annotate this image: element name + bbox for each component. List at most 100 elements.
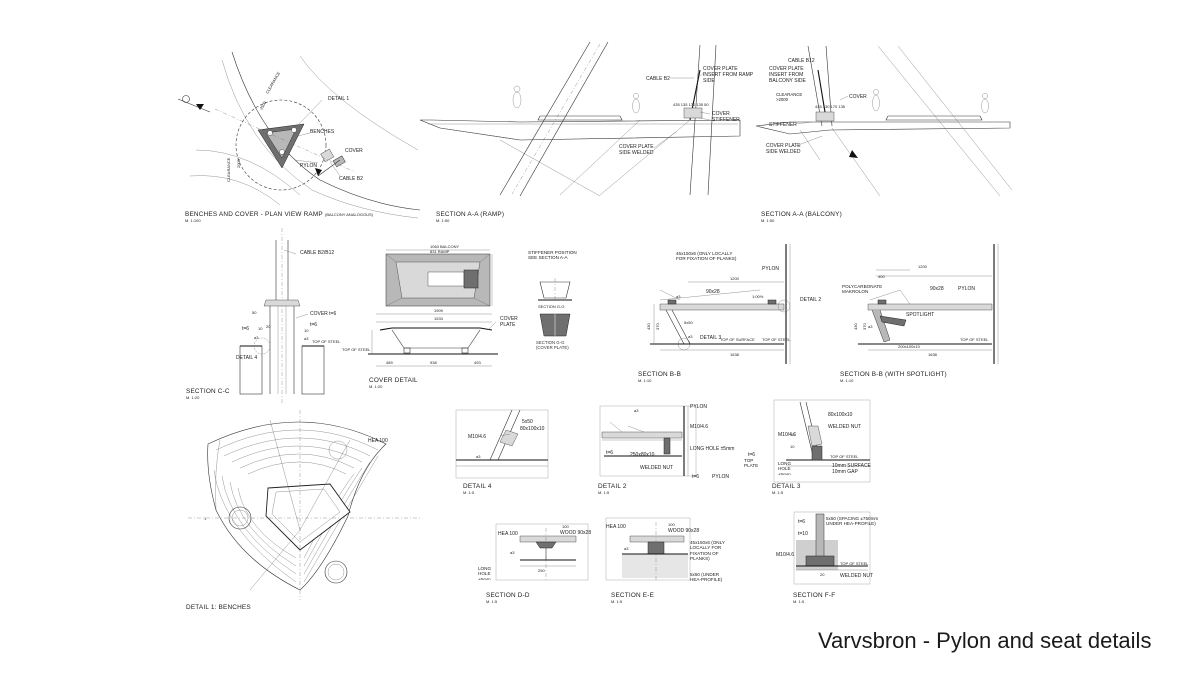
cover-dim-938: 938 (430, 360, 437, 365)
spot-tube-label: 200x100x10 (898, 344, 921, 349)
detail3-w-label: 80x100x10 (828, 412, 853, 418)
detail2-t6b-label: t=6 (692, 474, 699, 480)
bb-slope-label: 1:00% (752, 294, 764, 299)
svg-text:370: 370 (655, 323, 660, 330)
dd-wood-label: WOOD 90x28 (560, 530, 591, 536)
svg-text:a3: a3 (304, 336, 309, 341)
section-ee-drawing: a3 100 (605, 517, 691, 581)
detail3-nut-label: WELDED NUT (828, 424, 861, 430)
bb-tos-label: TOP OF STEEL (762, 337, 791, 342)
ramp-side-welded-label: COVER PLATE SIDE WELDED (619, 144, 654, 156)
detail4-title: DETAIL 4 (463, 483, 492, 490)
detail3-surface-label: 10mm SURFACE (832, 463, 872, 469)
section-aa-balcony-scale: M. 1:50 (761, 218, 775, 223)
section-aa-ramp-drawing: 435 135 170 135 50 (419, 41, 741, 197)
detail2-pylon-label: PYLON (690, 404, 707, 410)
section-cc-drawing: 50 10 20 10 a3 a3 (239, 228, 325, 404)
detail3-bolt-label: M10/4.6 (778, 432, 796, 438)
section-cc-title: SECTION C-C (186, 388, 230, 395)
section-aa-ramp-scale: M. 1:50 (436, 218, 450, 223)
svg-text:435 130 170 135: 435 130 170 135 (815, 104, 846, 109)
balcony-clearance-label: CLEARANCE >2000 (776, 92, 803, 102)
svg-text:10: 10 (790, 444, 795, 449)
section-dd-title: SECTION D-D (486, 592, 530, 599)
spot-pylon-label: PYLON (958, 286, 975, 292)
svg-text:100: 100 (668, 522, 675, 527)
svg-text:a3: a3 (624, 546, 629, 551)
bb-surface-label: TOP OF SURFACE (720, 337, 755, 342)
cover-dim-489: 489 (386, 360, 393, 365)
dd-long-hole-label: LONG HOLE ±5mm (478, 566, 492, 580)
section-cc-scale: M. 1:20 (186, 395, 200, 400)
svg-text:430: 430 (853, 323, 858, 330)
balcony-cover-label: COVER (849, 94, 867, 100)
svg-text:20: 20 (266, 324, 271, 329)
detail4-bolt-label: M10/4.6 (468, 434, 486, 440)
detail4-drawing: a3 (455, 409, 549, 479)
section-dd-drawing: a3 100 (495, 523, 589, 581)
detail2-plate-label: 250x80x10 (630, 452, 655, 458)
balcony-cover-insert-label: COVER PLATE INSERT FROM BALCONY SIDE (769, 66, 806, 84)
section-ee-title: SECTION E-E (611, 592, 654, 599)
detail3-tos-label: TOP OF STEEL (830, 454, 859, 459)
svg-text:10: 10 (304, 328, 309, 333)
detail1-title: DETAIL 1: BENCHES (186, 604, 251, 611)
svg-text:a3: a3 (688, 334, 693, 339)
section-aa-ramp-title: SECTION A-A (RAMP) (436, 211, 504, 218)
detail2-drawing: a3 (599, 405, 697, 477)
bb-wood-label: 90x28 (706, 289, 720, 295)
detail2-pylon2-label: PYLON (712, 474, 729, 480)
cc-cable-label: CABLE B2/B12 (300, 250, 334, 256)
section-ff-scale: M. 1:5 (793, 599, 805, 604)
section-ee-scale: M. 1:5 (611, 599, 623, 604)
cover-plate-label: COVER PLATE (500, 316, 518, 328)
svg-text:a3: a3 (510, 550, 515, 555)
section-bb-spot-title: SECTION B-B (WITH SPOTLIGHT) (840, 371, 947, 378)
bb-dim-1638: 1638 (730, 352, 740, 357)
spot-spotlight-label: SPOTLIGHT (906, 312, 934, 318)
dd-dim-250: 250 (538, 568, 545, 573)
plan-dim-2500: 2500 (259, 100, 268, 111)
cover-detail-drawing (368, 249, 498, 367)
plan-dim-2000: 2000 (236, 158, 241, 168)
spot-wood-label: 90x28 (930, 286, 944, 292)
bb-pylon-label: PYLON (762, 266, 779, 272)
cover-stiffener-note: STIFFENER POSITION SEE SECTION A-A (528, 250, 577, 261)
plan-clearance-label-2: CLEARANCE (226, 157, 231, 182)
detail2-title: DETAIL 2 (598, 483, 627, 490)
section-dd-scale: M. 1:5 (486, 599, 498, 604)
detail3-t6-label: t=6 (748, 452, 755, 458)
plan-benches-label: BENCHES (310, 129, 335, 135)
cc-t6-label-2: t=6 (310, 322, 317, 328)
svg-text:a3: a3 (676, 294, 681, 299)
detail1-benches-drawing: 1 (188, 410, 420, 600)
cc-t6-label: t=6 (242, 326, 249, 332)
svg-text:10: 10 (790, 432, 795, 437)
bb-detail3-label: DETAIL 3 (700, 335, 721, 341)
plan-pylon-label: PYLON (300, 163, 317, 169)
svg-text:a3: a3 (254, 335, 259, 340)
cover-detail-scale: M. 1:20 (369, 384, 383, 389)
detail3-long-hole-label: LONG HOLE ±5mm (778, 461, 792, 475)
cover-dim-mid: 1533 (434, 316, 444, 321)
ee-note-label: 45x150x6 (ONLY LOCALLY FOR FIXATION OF P… (690, 540, 725, 562)
cover-ramp-label: 831 RAMP (430, 249, 450, 254)
section-bb-spot-drawing: 430 370 a3 (853, 244, 999, 364)
ramp-cable-label: CABLE B2 (646, 76, 670, 82)
section-gg-drawing (538, 278, 572, 337)
detail4-scale: M. 1:5 (463, 490, 475, 495)
plan-cover-label: COVER (345, 148, 363, 154)
plan-clearance-label: CLEARANCE (265, 71, 282, 95)
svg-text:20: 20 (820, 572, 825, 577)
detail3-drawing: 10 10 (773, 399, 871, 483)
ee-hea-label: HEA 100 (606, 524, 626, 530)
detail3-gap-label: 10mm GAP (832, 469, 859, 475)
plan-view-drawing (177, 51, 421, 219)
detail3-scale: M. 1:5 (772, 490, 784, 495)
svg-text:370: 370 (862, 323, 867, 330)
detail1-hea-label: HEA 100 (368, 438, 388, 444)
balcony-stiffener-label: STIFFENER (769, 122, 797, 128)
svg-text:100: 100 (562, 524, 569, 529)
detail4-w2-label: 80x100x10 (520, 426, 545, 432)
